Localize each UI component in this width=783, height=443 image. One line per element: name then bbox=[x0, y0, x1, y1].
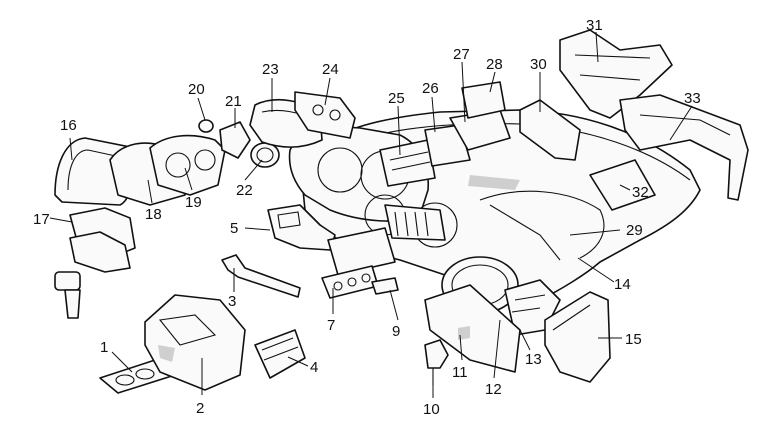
part-33-support-member bbox=[619, 94, 749, 201]
key-cylinder bbox=[54, 271, 81, 319]
callout-33: 33 bbox=[684, 90, 701, 107]
part-2-console-cover bbox=[144, 294, 246, 391]
callout-1: 1 bbox=[100, 339, 108, 356]
callout-26: 26 bbox=[422, 80, 439, 97]
callout-27: 27 bbox=[453, 46, 470, 63]
center-vent-assembly bbox=[384, 204, 446, 241]
callout-7: 7 bbox=[327, 317, 335, 334]
part-4-side-panel bbox=[254, 329, 306, 379]
callout-19: 19 bbox=[185, 194, 202, 211]
part-19-combination-meter bbox=[149, 134, 226, 196]
callout-24: 24 bbox=[322, 61, 339, 78]
callout-17: 17 bbox=[33, 211, 50, 228]
part-26-side-vent bbox=[424, 124, 471, 167]
part-17-column-cover bbox=[69, 207, 136, 273]
part-9-switch bbox=[371, 277, 399, 295]
callout-5: 5 bbox=[230, 220, 238, 237]
part-15-glove-box-door bbox=[544, 291, 611, 383]
part-31-reinforcement bbox=[559, 29, 673, 119]
callout-4: 4 bbox=[310, 359, 318, 376]
part-3-bracket bbox=[221, 254, 301, 298]
callout-31: 31 bbox=[586, 17, 603, 34]
callout-12: 12 bbox=[485, 381, 502, 398]
part-22-vent bbox=[250, 142, 280, 168]
callout-32: 32 bbox=[632, 184, 649, 201]
part-28-bracket bbox=[461, 81, 506, 119]
callout-9: 9 bbox=[392, 323, 400, 340]
callout-29: 29 bbox=[626, 222, 643, 239]
part-20-knob bbox=[198, 119, 214, 133]
callout-20: 20 bbox=[188, 81, 205, 98]
callout-23: 23 bbox=[262, 61, 279, 78]
callout-25: 25 bbox=[388, 90, 405, 107]
callout-14: 14 bbox=[614, 276, 631, 293]
callout-13: 13 bbox=[525, 351, 542, 368]
callout-18: 18 bbox=[145, 206, 162, 223]
part-21-switch-housing bbox=[219, 121, 251, 159]
callout-22: 22 bbox=[236, 182, 253, 199]
callout-16: 16 bbox=[60, 117, 77, 134]
part-10-ignition-switch bbox=[424, 339, 449, 385]
part-32-duct bbox=[589, 159, 656, 211]
callout-labels: 1 2 3 4 5 7 9 10 11 12 13 14 15 16 17 18… bbox=[33, 17, 701, 418]
leader-lines bbox=[49, 31, 693, 398]
part-7-heater-control bbox=[321, 227, 396, 299]
callout-30: 30 bbox=[530, 56, 547, 73]
callout-2: 2 bbox=[196, 400, 204, 417]
callout-28: 28 bbox=[486, 56, 503, 73]
part-11-lower-panel bbox=[424, 284, 521, 373]
part-25-center-vent bbox=[379, 139, 436, 187]
callout-10: 10 bbox=[423, 401, 440, 418]
part-24-panel-piece bbox=[294, 91, 356, 139]
callout-3: 3 bbox=[228, 293, 236, 310]
callout-11: 11 bbox=[452, 364, 468, 381]
callout-15: 15 bbox=[625, 331, 642, 348]
callout-21: 21 bbox=[225, 93, 242, 110]
